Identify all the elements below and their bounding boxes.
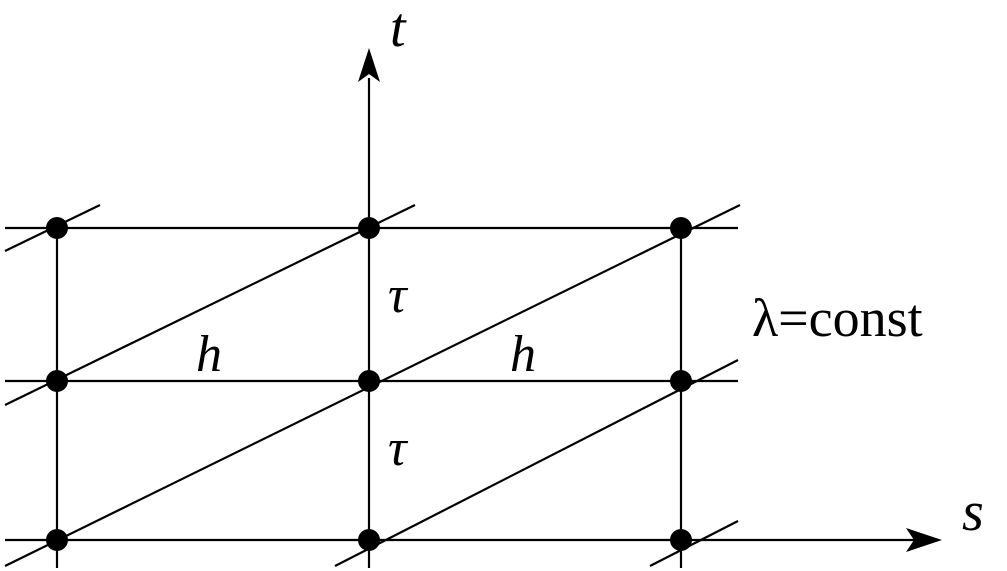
grid-node [670,529,692,551]
grid-node [46,529,68,551]
grid-node [670,217,692,239]
step-tau-label-lower: τ [388,420,409,477]
step-tau-label-upper: τ [388,267,409,324]
characteristic-label: λ=const [752,288,923,348]
step-h-label-right: h [510,326,536,383]
t-axis-label: t [390,0,407,59]
grid-node [358,217,380,239]
grid-node [46,217,68,239]
grid-node [670,370,692,392]
s-axis-arrowhead [906,528,942,552]
characteristic-line [649,520,739,567]
characteristic-line [4,204,416,406]
characteristic-line [334,359,739,567]
s-axis-label: s [962,481,984,543]
grid-node [46,370,68,392]
grid-node [358,529,380,551]
step-h-label-left: h [196,326,222,383]
t-axis-arrowhead [358,48,380,82]
grid-node [358,370,380,392]
